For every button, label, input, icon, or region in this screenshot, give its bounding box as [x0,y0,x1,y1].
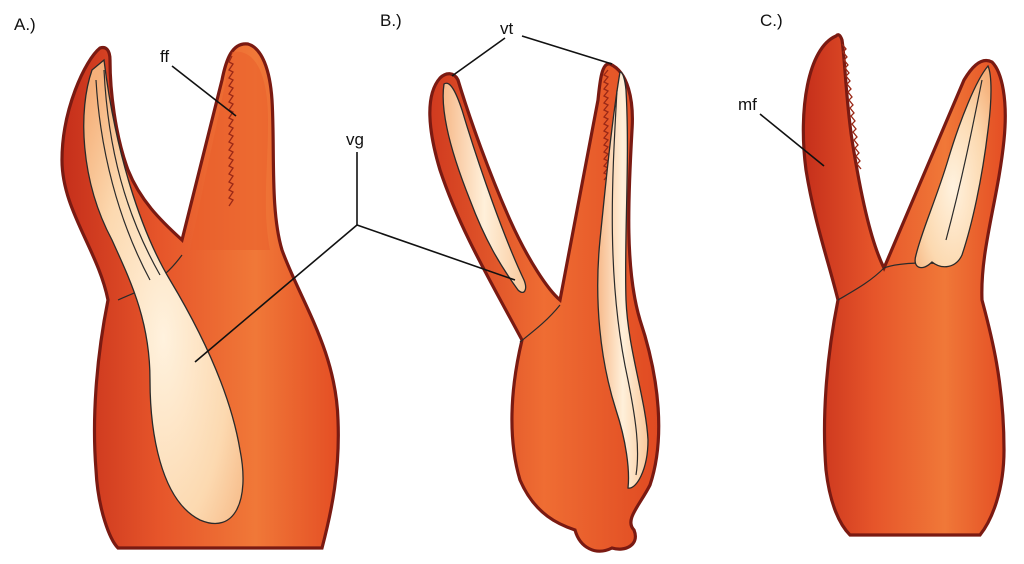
panel-b-joint [519,304,561,343]
leader-vt-right [521,35,613,65]
panel-c-joint [837,262,953,301]
panel-a-duct-1 [95,79,151,281]
panel-c-label: C.) [760,11,783,30]
panel-a-label: A.) [14,15,36,34]
leader-mf [759,113,825,167]
label-vg: vg [346,130,364,149]
label-vt: vt [500,19,514,38]
panel-b-left-gland [442,82,527,294]
panel-b-teeth [602,69,610,181]
panel-a-teeth [228,55,234,207]
panel-b-duct [611,89,639,476]
leader-ff [171,65,237,117]
panel-a-claw [60,42,340,550]
label-mf: mf [738,95,757,114]
panel-a-palm [60,42,340,550]
panel-a-duct-2 [103,69,161,276]
panel-b-label: B.) [380,11,402,30]
panel-b-claw [428,62,661,553]
panel-c-venom-gland [914,64,992,269]
panel-c-teeth [841,43,862,170]
leader-vg-a [194,224,358,363]
panel-c-claw [801,33,1007,537]
panel-c-duct [945,79,983,241]
label-ff: ff [160,47,169,66]
leader-vg-b [356,224,516,281]
leader-vt-left [451,37,506,77]
panel-b-right-gland [597,71,649,489]
panel-a-venom-gland [83,58,244,525]
